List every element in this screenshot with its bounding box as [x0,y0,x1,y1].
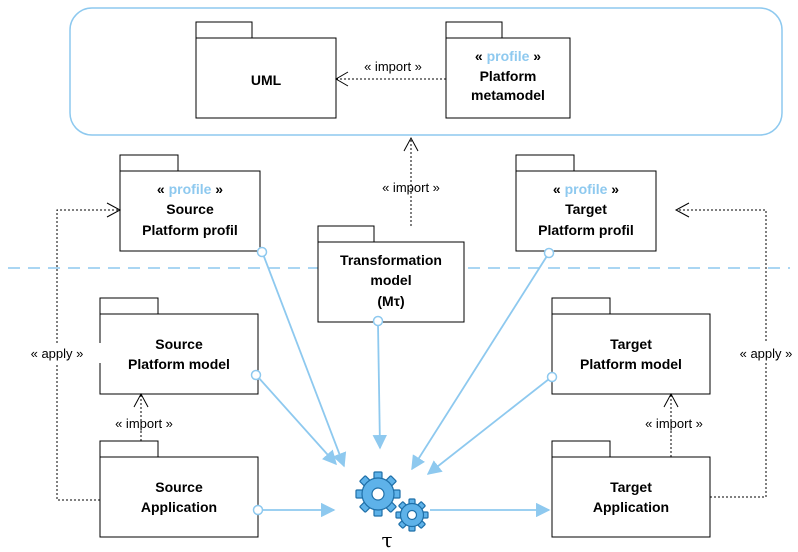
target-profile-line2: Platform profil [538,222,634,238]
transformation-symbol: τ [381,528,392,552]
uml-package-name: UML [251,72,282,88]
target-profile-stereotype: « profile » [553,181,619,197]
target-application-line1: Target [610,479,652,495]
source-profile-line1: Source [166,201,214,217]
uml-package[interactable]: UML [195,21,337,119]
target-profile-line1: Target [565,201,607,217]
import-arrow-target-app-model [663,392,679,457]
target-platform-model-line1: Target [610,336,652,352]
flow-target-profile-to-gears [411,247,555,471]
source-application-package[interactable]: Source Application [99,440,259,538]
source-platform-model-line1: Source [155,336,203,352]
flow-source-model-to-gears [250,369,337,466]
import-label-top: « import » [364,59,422,74]
target-platform-model-package[interactable]: Target Platform model [551,297,711,395]
source-profile-stereotype: « profile » [157,181,223,197]
platform-metamodel-line2: metamodel [471,87,545,103]
platform-group-boundary [69,7,783,136]
platform-metamodel-package[interactable]: « profile » Platform metamodel [445,21,571,119]
source-platform-model-line2: Platform model [128,356,230,372]
platform-metamodel-stereotype: « profile » [475,48,541,64]
source-profile-line2: Platform profil [142,222,238,238]
transformation-model-line1: Transformation [340,252,442,268]
transformation-model-line3: (Mτ) [377,293,404,309]
transformation-model-package[interactable]: Transformation model (Mτ) [317,225,465,323]
apply-arrow-right [674,202,767,498]
import-label-center: « import » [382,180,440,195]
import-label-left: « import » [115,416,173,431]
platform-metamodel-line1: Platform [480,68,537,84]
source-platform-model-package[interactable]: Source Platform model [99,297,259,395]
target-profile-package[interactable]: « profile » Target Platform profil [515,154,657,252]
target-application-package[interactable]: Target Application [551,440,711,538]
gears-icon [355,471,429,532]
apply-label-left: « apply » [31,346,84,361]
source-application-line1: Source [155,479,203,495]
import-arrow-metamodel-uml [335,71,446,87]
flow-source-profile-to-gears [256,246,347,468]
source-application-line2: Application [141,499,217,515]
transformation-model-line2: model [370,272,411,288]
target-platform-model-line2: Platform model [580,356,682,372]
apply-right-label-bg [724,343,798,363]
source-profile-package[interactable]: « profile » Source Platform profil [119,154,261,252]
flow-transformation-to-gears [372,315,387,450]
import-arrow-source-app-model [133,392,149,441]
import-label-right: « import » [645,416,703,431]
apply-label-right: « apply » [740,346,793,361]
flow-source-app-to-gears [252,502,336,518]
apply-left-label-bg [14,343,102,363]
flow-target-model-to-gears [426,371,558,475]
target-application-line2: Application [593,499,669,515]
import-arrow-transformation-group [403,136,419,226]
